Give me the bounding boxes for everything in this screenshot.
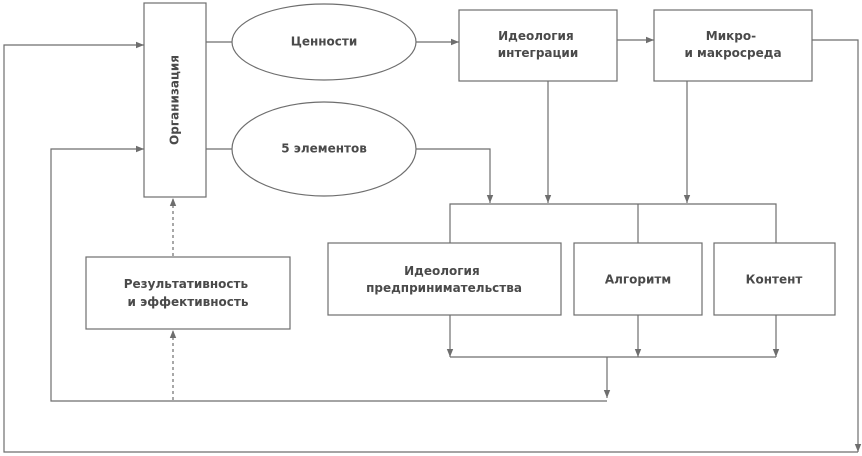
five-elements-node: 5 элементов xyxy=(231,101,417,197)
inner-loop-arrow xyxy=(50,145,607,402)
organization-node: Организация xyxy=(143,2,207,198)
integration-ideology-line2: интеграции xyxy=(498,46,578,60)
micro-macro-node: Микро- и макросреда xyxy=(653,9,813,82)
micro-macro-text: Микро- и макросреда xyxy=(684,29,781,60)
five-elements-label: 5 элементов xyxy=(281,142,367,156)
content-label: Контент xyxy=(746,273,803,287)
connectors xyxy=(3,36,862,453)
content-node: Контент xyxy=(713,242,836,316)
distribution-bar xyxy=(449,203,777,243)
performance-text: Результативность и эффективность xyxy=(124,277,253,309)
performance-node: Результативность и эффективность xyxy=(85,256,291,330)
algorithm-node: Алгоритм xyxy=(573,242,703,316)
values-node: Ценности xyxy=(231,3,417,81)
outer-loop-arrow-in xyxy=(3,41,858,453)
integration-ideology-line1: Идеология xyxy=(498,29,574,43)
integration-ideology-node: Идеология интеграции xyxy=(458,9,618,82)
algorithm-label: Алгоритм xyxy=(605,273,671,287)
micro-macro-line2: и макросреда xyxy=(684,46,781,60)
organization-label: Организация xyxy=(168,55,182,145)
entrepreneurship-ideology-text: Идеология предпринимательства xyxy=(366,264,522,295)
elements-to-bar-arrow xyxy=(416,148,494,203)
integration-ideology-text: Идеология интеграции xyxy=(498,29,578,60)
entrepreneurship-ideology-line1: Идеология xyxy=(404,264,480,278)
values-label: Ценности xyxy=(291,35,358,49)
outer-loop-arrow-out xyxy=(812,39,862,452)
micro-macro-line1: Микро- xyxy=(706,29,756,43)
performance-line1: Результативность xyxy=(124,277,249,291)
entrepreneurship-ideology-node: Идеология предпринимательства xyxy=(327,242,562,316)
entrepreneurship-ideology-line2: предпринимательства xyxy=(366,281,522,295)
performance-line2: и эффективность xyxy=(128,295,249,309)
